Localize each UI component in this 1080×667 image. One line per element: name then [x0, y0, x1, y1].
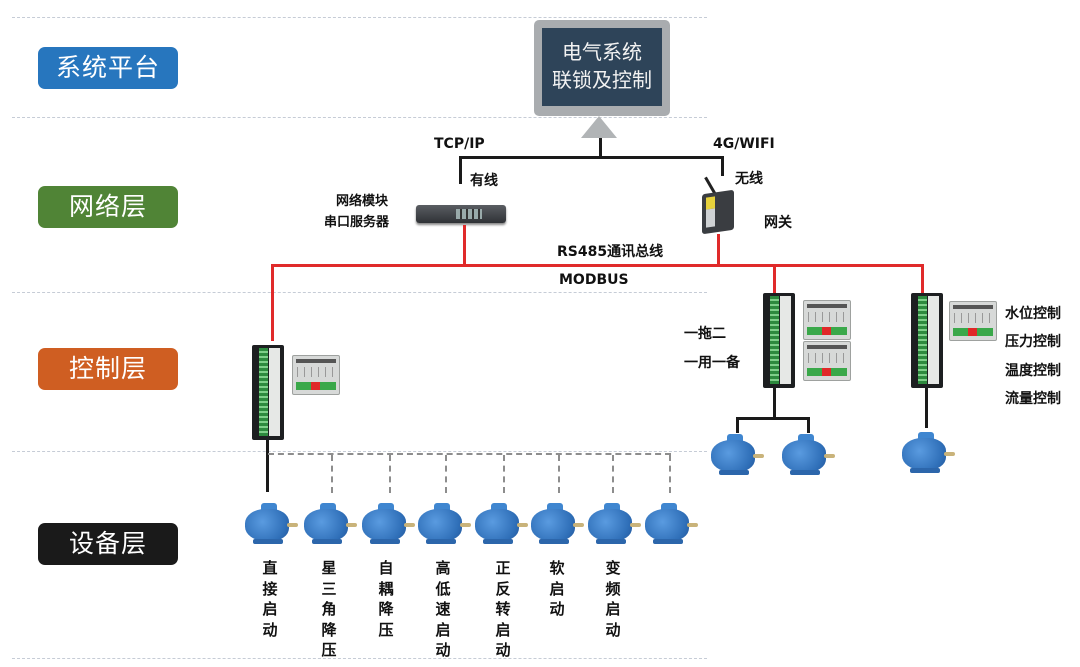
server-label-line1: 网络模块: [336, 194, 389, 209]
motor-icon: [362, 503, 416, 547]
optional-link: [389, 455, 391, 493]
monitor-icon: 电气系统 联锁及控制: [534, 20, 670, 116]
monitor-title-line1: 电气系统: [562, 40, 642, 64]
layer-label-device: 设备层: [38, 523, 178, 565]
device-link: [773, 388, 776, 418]
motor-icon: [475, 503, 529, 547]
gateway-icon: [702, 189, 734, 235]
bus-link: [717, 234, 720, 265]
device-link: [925, 388, 928, 428]
control-panel-icon: [292, 355, 340, 395]
gateway-label: 网关: [764, 215, 792, 231]
process-label: 温度控制: [1005, 363, 1061, 379]
optional-link: [331, 455, 333, 493]
wireless-protocol-label: 4G/WIFI: [713, 136, 775, 152]
protocol-label: MODBUS: [559, 272, 629, 288]
start-method-label: 软启动: [549, 559, 565, 618]
standby-mode-label: 一用一备: [684, 355, 740, 371]
bus-link: [271, 264, 274, 341]
motor-icon: [304, 503, 358, 547]
layer-divider: [12, 451, 707, 452]
layer-divider: [12, 658, 707, 659]
rs485-bus-line: [271, 264, 923, 267]
start-method-label: 自耦降压: [378, 559, 394, 639]
optional-link: [669, 455, 671, 493]
optional-link: [503, 455, 505, 493]
bus-link: [921, 264, 924, 294]
layer-divider: [12, 292, 707, 293]
motor-icon: [902, 432, 956, 476]
motor-icon: [782, 434, 836, 478]
device-link: [736, 417, 739, 433]
control-panel-icon: [803, 300, 851, 340]
process-label: 流量控制: [1005, 391, 1061, 407]
motor-icon: [711, 434, 765, 478]
device-link: [736, 417, 810, 420]
process-label: 压力控制: [1005, 334, 1061, 350]
network-link: [599, 138, 602, 158]
motor-icon: [645, 503, 699, 547]
optional-link: [268, 453, 671, 455]
motor-icon: [531, 503, 585, 547]
monitor-screen: 电气系统 联锁及控制: [542, 28, 662, 106]
wired-protocol-label: TCP/IP: [434, 136, 485, 152]
motor-icon: [245, 503, 299, 547]
wired-label: 有线: [470, 173, 498, 189]
start-method-label: 高低速启动: [435, 559, 451, 659]
bus-label: RS485通讯总线: [557, 244, 664, 260]
controller-icon: [252, 345, 284, 440]
control-panel-icon: [803, 341, 851, 381]
controller-icon: [911, 293, 943, 388]
layer-divider: [12, 117, 707, 118]
start-method-label: 直接启动: [262, 559, 278, 639]
device-link: [266, 440, 269, 492]
motor-icon: [588, 503, 642, 547]
motor-icon: [418, 503, 472, 547]
network-link: [459, 156, 724, 159]
optional-link: [445, 455, 447, 493]
network-link: [721, 156, 724, 176]
monitor-title-line2: 联锁及控制: [552, 68, 652, 92]
bus-link: [463, 225, 466, 265]
layer-label-control: 控制层: [38, 348, 178, 390]
start-method-label: 星三角降压: [321, 559, 337, 659]
network-link: [459, 156, 462, 184]
process-label: 水位控制: [1005, 306, 1061, 322]
layer-label-network: 网络层: [38, 186, 178, 228]
start-method-label: 正反转启动: [495, 559, 511, 659]
wireless-label: 无线: [735, 171, 763, 187]
monitor-stand: [581, 116, 617, 138]
start-method-label: 变频启动: [605, 559, 621, 639]
device-link: [807, 417, 810, 433]
server-label-line2: 串口服务器: [324, 215, 390, 230]
optional-link: [612, 455, 614, 493]
layer-label-platform: 系统平台: [38, 47, 178, 89]
bus-link: [773, 264, 776, 294]
serial-server-icon: [416, 205, 506, 223]
layer-divider: [12, 17, 707, 18]
optional-link: [558, 455, 560, 493]
control-panel-icon: [949, 301, 997, 341]
dual-mode-label: 一拖二: [684, 326, 726, 342]
controller-icon: [763, 293, 795, 388]
